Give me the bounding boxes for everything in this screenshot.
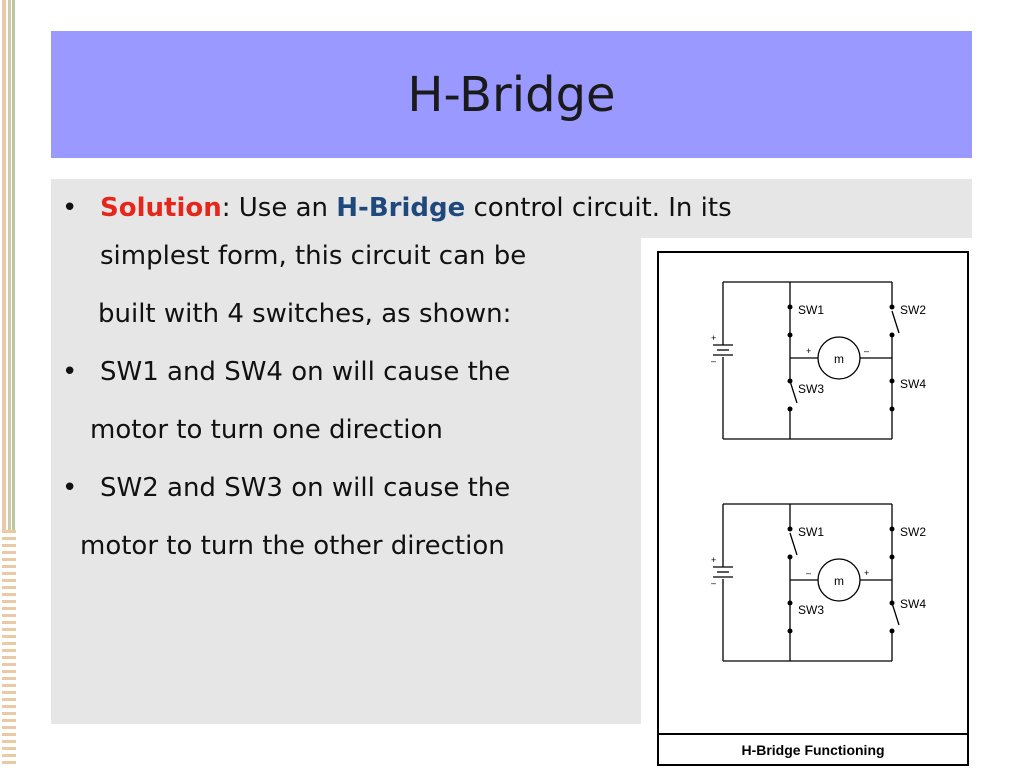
top-battery-minus: – <box>711 356 716 366</box>
top-sw4-label: SW4 <box>900 377 926 391</box>
circuit-top-contacts <box>787 304 895 412</box>
bottom-motor-label: m <box>834 574 844 588</box>
bullet-item-sw1-sw4: • SW1 and SW4 on will cause the <box>62 354 510 390</box>
title-bar: H-Bridge <box>51 31 972 158</box>
stripe-band <box>2 0 6 768</box>
bullet-continuation: simplest form, this circuit can be <box>100 241 527 271</box>
bullet-item-sw2-sw3: • SW2 and SW3 on will cause the <box>62 470 510 506</box>
figure-caption-box: H-Bridge Functioning <box>657 733 969 766</box>
bottom-sw4-label: SW4 <box>900 597 926 611</box>
top-motor-plus: + <box>806 346 811 356</box>
bullet-symbol: • <box>62 193 78 223</box>
bottom-sw3-label: SW3 <box>798 603 824 617</box>
bullet-item-solution: • Solution: Use an H-Bridge control circ… <box>62 190 732 226</box>
hbridge-diagram: SW1 SW2 SW3 SW4 m + – + – <box>711 281 926 662</box>
solution-text-b: control circuit. In its <box>465 193 732 223</box>
bullet-symbol: • <box>62 357 78 387</box>
figure-frame: SW1 SW2 SW3 SW4 m + – + – <box>657 251 969 735</box>
figure-panel <box>641 238 972 768</box>
bottom-sw1-label: SW1 <box>798 525 824 539</box>
circuit-bottom <box>713 503 900 662</box>
bullet-text: SW2 and SW3 on will cause the <box>100 473 511 503</box>
hbridge-highlight: H-Bridge <box>336 193 466 223</box>
text-line: motor to turn one direction <box>90 415 443 445</box>
solution-text-a: Use an <box>230 193 337 223</box>
stripe-band <box>8 0 11 768</box>
bottom-battery-minus: – <box>711 578 716 588</box>
bottom-motor-minus: – <box>806 568 811 578</box>
top-motor-minus: – <box>864 346 869 356</box>
stripe-band <box>12 0 15 768</box>
figure-caption: H-Bridge Functioning <box>741 741 885 758</box>
stripe-hatch <box>2 530 16 768</box>
circuit-top <box>713 281 900 440</box>
circuit-bottom-contacts <box>787 526 895 634</box>
bullet-text: SW1 and SW4 on will cause the <box>100 357 511 387</box>
solution-label: Solution <box>100 193 222 223</box>
bottom-sw2-label: SW2 <box>900 525 926 539</box>
top-sw1-label: SW1 <box>798 303 824 317</box>
solution-colon: : <box>221 193 231 223</box>
bullet-symbol: • <box>62 473 78 503</box>
bottom-motor-plus: + <box>864 568 869 578</box>
top-sw2-label: SW2 <box>900 303 926 317</box>
top-sw3-label: SW3 <box>798 382 824 396</box>
left-decorative-stripe <box>0 0 18 768</box>
slide-title: H-Bridge <box>407 66 616 123</box>
top-battery-plus: + <box>711 333 716 343</box>
bottom-battery-plus: + <box>711 555 716 565</box>
text-line: built with 4 switches, as shown: <box>98 299 512 329</box>
top-motor-label: m <box>834 352 844 366</box>
text-line: motor to turn the other direction <box>80 531 505 561</box>
